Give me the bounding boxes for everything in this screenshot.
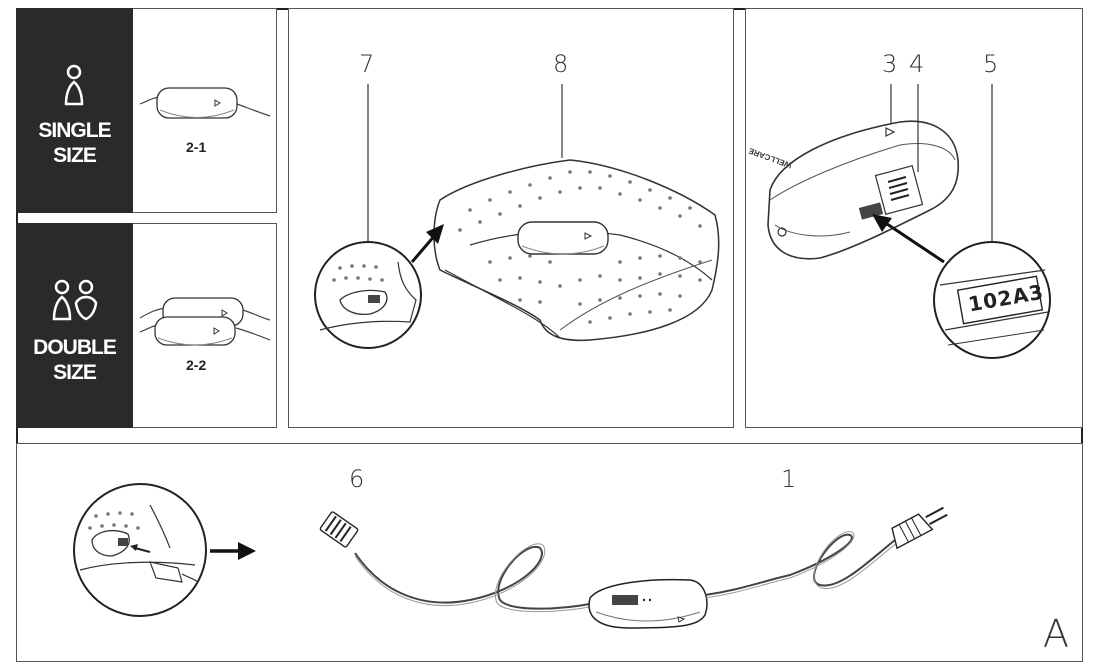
callout-1: 1 [781,465,797,493]
single-size-label-line1: SINGLE [38,119,111,142]
double-size-label-line1: DOUBLE [33,336,117,359]
caption-2-2: 2-2 [186,357,207,373]
callout-7: 7 [359,50,375,78]
two-persons-icon [52,279,98,321]
single-size-box: SINGLE SIZE [16,8,133,213]
callout-6: 6 [349,465,365,493]
callout-3: 3 [882,50,898,78]
figure-letter: A [1043,612,1069,656]
single-size-label-line2: SIZE [53,144,97,167]
single-person-icon [64,64,84,106]
panel-cable-connection [16,443,1083,662]
callout-5: 5 [983,50,999,78]
caption-2-1: 2-1 [186,139,207,155]
double-size-box: DOUBLE SIZE [16,223,133,428]
double-size-label-line2: SIZE [53,361,97,384]
callout-8: 8 [553,50,569,78]
callout-4: 4 [909,50,925,78]
